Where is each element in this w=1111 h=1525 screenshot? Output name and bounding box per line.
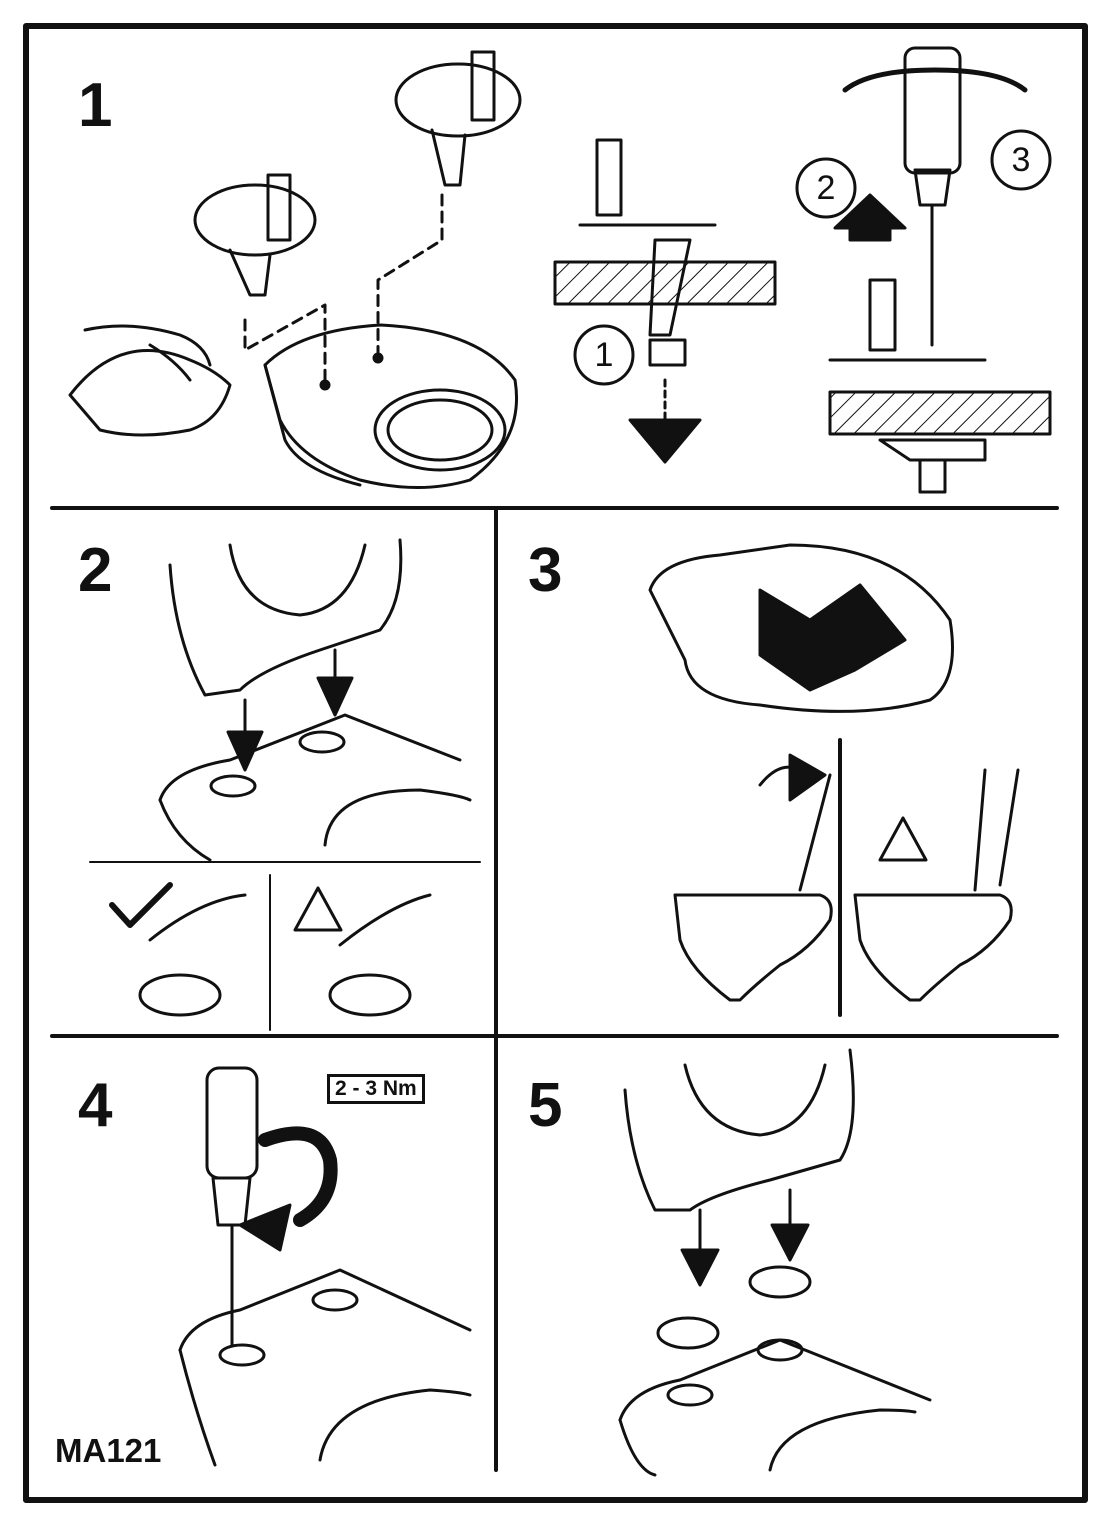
anchor-right bbox=[430, 128, 467, 187]
callout-circle-3 bbox=[990, 129, 1052, 191]
insert-arrow-right-5 bbox=[770, 1188, 810, 1262]
step3-illustration bbox=[648, 543, 1020, 1017]
bolt-left bbox=[266, 173, 292, 242]
model-code: MA121 bbox=[55, 1432, 162, 1469]
fixing-disc-right bbox=[394, 62, 522, 138]
fixing-disc-left bbox=[193, 183, 317, 257]
callout-circle-1 bbox=[573, 324, 635, 386]
check-icon bbox=[109, 882, 173, 928]
seat-hinge bbox=[168, 538, 403, 697]
warning-icon-3 bbox=[878, 816, 928, 862]
dashed-guide-left bbox=[243, 303, 327, 382]
outer-frame bbox=[23, 23, 1088, 1503]
down-arrow bbox=[628, 418, 702, 464]
step-5-number: 5 bbox=[528, 1071, 563, 1140]
callout-1-label: 1 bbox=[594, 336, 614, 374]
toilet-bowl bbox=[263, 323, 519, 489]
hatched-wall-2 bbox=[828, 390, 1052, 436]
step-4-number: 4 bbox=[78, 1071, 113, 1140]
rotate-arrow bbox=[842, 67, 1028, 93]
tighten-arrow bbox=[258, 1126, 338, 1227]
anchor-left bbox=[228, 248, 272, 297]
cover-cap-right bbox=[748, 1265, 812, 1299]
bowl-rim bbox=[158, 713, 462, 802]
callout-3-label: 3 bbox=[1011, 141, 1031, 179]
correct-fit-disc bbox=[138, 973, 222, 1017]
warning-icon-2 bbox=[293, 886, 343, 932]
torque-label: 2 - 3 Nm bbox=[327, 1074, 425, 1104]
callout-circle-2 bbox=[795, 157, 857, 219]
hand bbox=[83, 324, 212, 367]
step-3-number: 3 bbox=[528, 536, 563, 605]
step2-illustration bbox=[89, 538, 481, 1031]
cover-cap-left bbox=[656, 1316, 720, 1350]
toilet-lid bbox=[648, 543, 954, 713]
step5-illustration bbox=[618, 1048, 932, 1477]
screwdriver-handle bbox=[903, 46, 962, 175]
bowl-profile-left bbox=[673, 893, 833, 1002]
pressure-arrows bbox=[758, 583, 907, 692]
step1-illustration bbox=[68, 46, 1052, 494]
insert-arrow-left-5 bbox=[680, 1208, 720, 1287]
bowl-profile-right bbox=[853, 893, 1013, 1002]
step-2-number: 2 bbox=[78, 536, 113, 605]
cloth bbox=[68, 349, 232, 437]
seat-hinge-5 bbox=[623, 1048, 855, 1212]
screwdriver-handle-4 bbox=[205, 1066, 259, 1180]
stud-cross-section bbox=[595, 138, 623, 217]
up-arrow bbox=[833, 193, 907, 242]
step-1-number: 1 bbox=[78, 71, 113, 140]
incorrect-fit-disc bbox=[328, 973, 412, 1017]
step4-illustration bbox=[178, 1066, 472, 1467]
insert-arrow-right bbox=[316, 648, 354, 717]
bowl-opening bbox=[373, 388, 507, 472]
dashed-guide-right bbox=[376, 193, 444, 357]
callout-2-label: 2 bbox=[816, 169, 836, 207]
hatched-wall bbox=[553, 260, 777, 306]
bowl-rim-4 bbox=[178, 1268, 472, 1352]
bowl-rim-5 bbox=[618, 1338, 932, 1422]
bolt-right bbox=[470, 50, 496, 122]
